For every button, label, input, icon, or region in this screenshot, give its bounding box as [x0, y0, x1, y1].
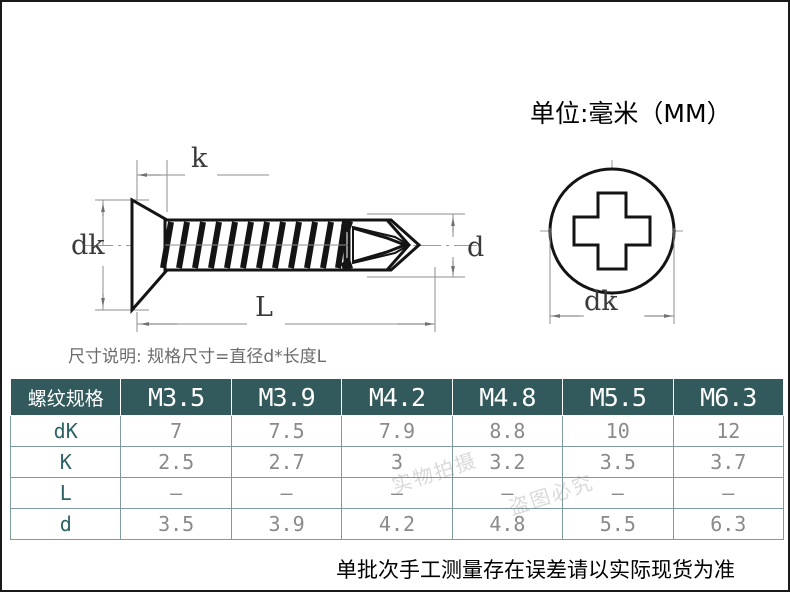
countersunk-head — [130, 197, 169, 314]
row-label-dk: dK — [9, 415, 122, 447]
label-d: d — [467, 232, 484, 263]
cell-dk-5: 12 — [672, 415, 785, 447]
screw-side-view-drawing: dk k L d — [57, 142, 497, 342]
label-dk-topview: dk — [584, 286, 618, 317]
table-header-thread-spec: 螺纹规格 — [9, 378, 122, 416]
cell-dk-0: 7 — [120, 415, 232, 447]
cell-k-2: 3 — [341, 446, 453, 478]
cell-d-2: 4.2 — [341, 508, 453, 540]
unit-label: 单位:毫米（MM） — [530, 99, 732, 128]
specification-table: 螺纹规格 M3.5 M3.9 M4.2 M4.8 M5.5 M6.3 dK 7 … — [9, 378, 785, 540]
label-dk: dk — [71, 230, 105, 261]
cell-L-1: – — [230, 477, 343, 509]
side-view-svg: dk k L d — [71, 143, 484, 332]
cell-k-4: 3.5 — [562, 446, 674, 478]
row-label-L: L — [9, 477, 122, 509]
table-header-col-2: M4.2 — [341, 378, 453, 416]
label-L: L — [255, 292, 273, 323]
drill-flutes — [341, 220, 353, 270]
table-header-col-1: M3.9 — [230, 378, 343, 416]
table-row: K 2.5 2.7 3 3.2 3.5 3.7 — [9, 446, 785, 478]
table-row: d 3.5 3.9 4.2 4.8 5.5 6.3 — [9, 508, 785, 540]
screw-top-view-drawing: dk — [522, 152, 762, 352]
cell-L-2: – — [341, 477, 453, 509]
table-row: dK 7 7.5 7.9 8.8 10 12 — [9, 415, 785, 447]
table-body: dK 7 7.5 7.9 8.8 10 12 K 2.5 2.7 3 3.2 3… — [9, 415, 785, 540]
cell-k-3: 3.2 — [451, 446, 564, 478]
thread-pattern — [160, 218, 349, 272]
table-header-col-4: M5.5 — [562, 378, 674, 416]
cell-k-1: 2.7 — [230, 446, 343, 478]
table-header-col-0: M3.5 — [120, 378, 232, 416]
table-header-col-3: M4.8 — [451, 378, 564, 416]
cell-dk-4: 10 — [562, 415, 674, 447]
cell-dk-1: 7.5 — [230, 415, 343, 447]
table-header: 螺纹规格 M3.5 M3.9 M4.2 M4.8 M5.5 M6.3 — [9, 378, 785, 416]
row-label-k: K — [9, 446, 122, 478]
cell-d-5: 6.3 — [672, 508, 785, 540]
cell-k-5: 3.7 — [672, 446, 785, 478]
cell-L-4: – — [562, 477, 674, 509]
table-header-col-5: M6.3 — [672, 378, 785, 416]
cell-k-0: 2.5 — [120, 446, 232, 478]
label-k: k — [191, 143, 208, 174]
cell-L-0: – — [120, 477, 232, 509]
cell-d-3: 4.8 — [451, 508, 564, 540]
specification-table-container: 螺纹规格 M3.5 M3.9 M4.2 M4.8 M5.5 M6.3 dK 7 … — [9, 378, 785, 540]
dimension-note: 尺寸说明: 规格尺寸=直径d*长度L — [68, 347, 327, 367]
cell-L-5: – — [672, 477, 785, 509]
top-view-svg: dk — [540, 160, 688, 324]
cell-dk-2: 7.9 — [341, 415, 453, 447]
cell-d-0: 3.5 — [120, 508, 232, 540]
phillips-cross-recess — [572, 191, 652, 271]
cell-d-4: 5.5 — [562, 508, 674, 540]
table-header-row: 螺纹规格 M3.5 M3.9 M4.2 M4.8 M5.5 M6.3 — [9, 378, 785, 416]
cell-L-3: – — [451, 477, 564, 509]
cell-dk-3: 8.8 — [451, 415, 564, 447]
row-label-d: d — [9, 508, 122, 540]
footer-disclaimer: 单批次手工测量存在误差请以实际现货为准 — [336, 558, 735, 582]
cell-d-1: 3.9 — [230, 508, 343, 540]
table-row: L – – – – – – — [9, 477, 785, 509]
